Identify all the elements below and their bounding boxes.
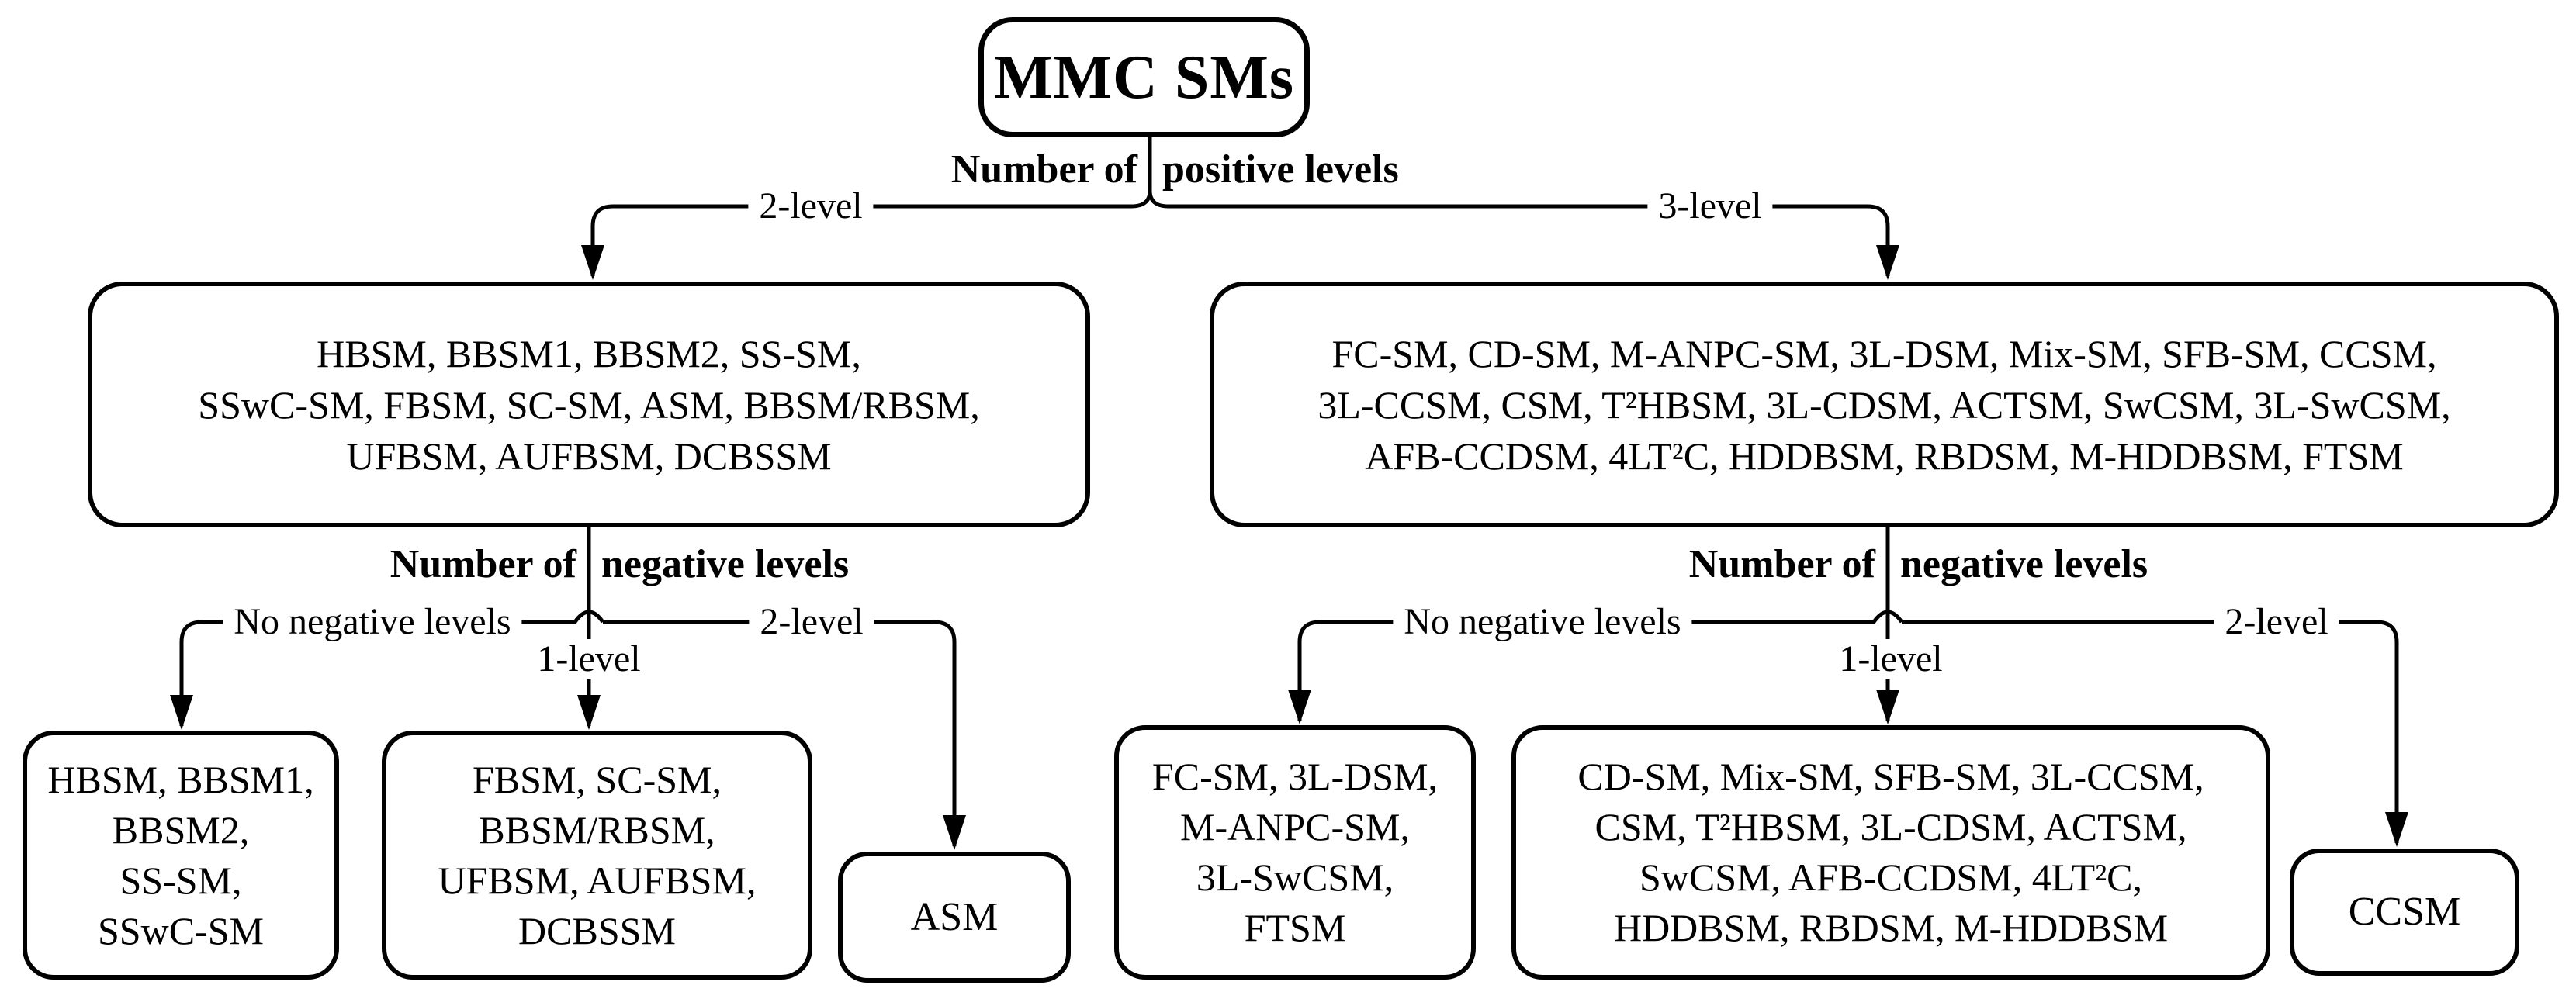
text-line: BBSM2, [112,807,250,852]
root-node: MMC SMs [978,17,1310,137]
left-negative-question-part2: negative levels [601,542,850,586]
edge-right-2level [1902,620,2408,847]
text-line: CD-SM, Mix-SM, SFB-SM, 3L-CCSM, [1577,755,2204,798]
text-line: HBSM, BBSM1, BBSM2, SS-SM, [317,331,861,375]
edge-label-right-no-negative: No negative levels [1393,602,1692,642]
edge-2level [581,190,1152,280]
text-line: SS-SM, [119,858,242,902]
text-line: 3L-CCSM, CSM, T²HBSM, 3L-CDSM, ACTSM, Sw… [1317,382,2451,427]
node-label: CCSM [2348,890,2461,934]
right-2-level-node: CCSM [2290,849,2519,976]
text-line: FC-SM, 3L-DSM, [1151,755,1439,798]
right-negative-question-part2: negative levels [1900,542,2148,586]
left-no-negative-node: HBSM, BBSM1, BBSM2, SS-SM, SSwC-SM [23,731,339,980]
text-line: SSwC-SM [98,908,264,952]
text-line: HBSM, BBSM1, [47,757,314,801]
left-2-level-node: ASM [838,852,1071,983]
edge-label-left-no-negative: No negative levels [223,602,522,642]
text-line: FC-SM, CD-SM, M-ANPC-SM, 3L-DSM, Mix-SM,… [1331,331,2437,375]
text-line: SwCSM, AFB-CCDSM, 4LT²C, [1639,855,2143,899]
edge-label-left-1-level: 1-level [526,639,652,679]
root-label: MMC SMs [994,43,1294,112]
right-no-negative-node: FC-SM, 3L-DSM, M-ANPC-SM, 3L-SwCSM, FTSM [1114,725,1476,980]
edge-label-right-1-level: 1-level [1828,639,1954,679]
text-line: SSwC-SM, FBSM, SC-SM, ASM, BBSM/RBSM, [198,382,980,427]
text-line: AFB-CCDSM, 4LT²C, HDDBSM, RBDSM, M-HDDBS… [1365,434,2404,478]
text-line: UFBSM, AUFBSM, DCBSSM [346,434,832,478]
edge-label-right-2-level: 2-level [2214,602,2339,642]
text-line: M-ANPC-SM, [1180,805,1410,849]
edge-label-left-2-level: 2-level [749,602,874,642]
left-negative-question-part1: Number of [390,542,576,586]
positive-question-part1: Number of [950,147,1137,192]
left-1-level-node: FBSM, SC-SM, BBSM/RBSM, UFBSM, AUFBSM, D… [382,731,812,980]
edge-right-none [1288,610,1904,724]
edge-label-2-level: 2-level [748,186,874,226]
text-line: UFBSM, AUFBSM, [438,858,757,902]
text-line: DCBSSM [518,908,676,952]
text-line: 3L-SwCSM, [1196,855,1394,899]
text-line: FTSM [1244,906,1346,949]
right-1-level-node: CD-SM, Mix-SM, SFB-SM, 3L-CCSM, CSM, T²H… [1511,725,2270,980]
text-line: FBSM, SC-SM, [473,757,722,801]
right-negative-question-part1: Number of [1688,542,1875,586]
text-line: BBSM/RBSM, [479,807,715,852]
edge-label-3-level: 3-level [1647,186,1773,226]
right-parent-node: FC-SM, CD-SM, M-ANPC-SM, 3L-DSM, Mix-SM,… [1210,282,2559,527]
node-label: ASM [910,894,999,939]
text-line: CSM, T²HBSM, 3L-CDSM, ACTSM, [1594,805,2187,849]
edge-3level [1148,190,1899,280]
positive-question-part2: positive levels [1162,147,1399,192]
edge-left-2level [603,620,966,850]
edge-left-none [170,610,605,730]
left-parent-node: HBSM, BBSM1, BBSM2, SS-SM, SSwC-SM, FBSM… [88,282,1090,527]
text-line: HDDBSM, RBDSM, M-HDDBSM [1613,906,2169,949]
